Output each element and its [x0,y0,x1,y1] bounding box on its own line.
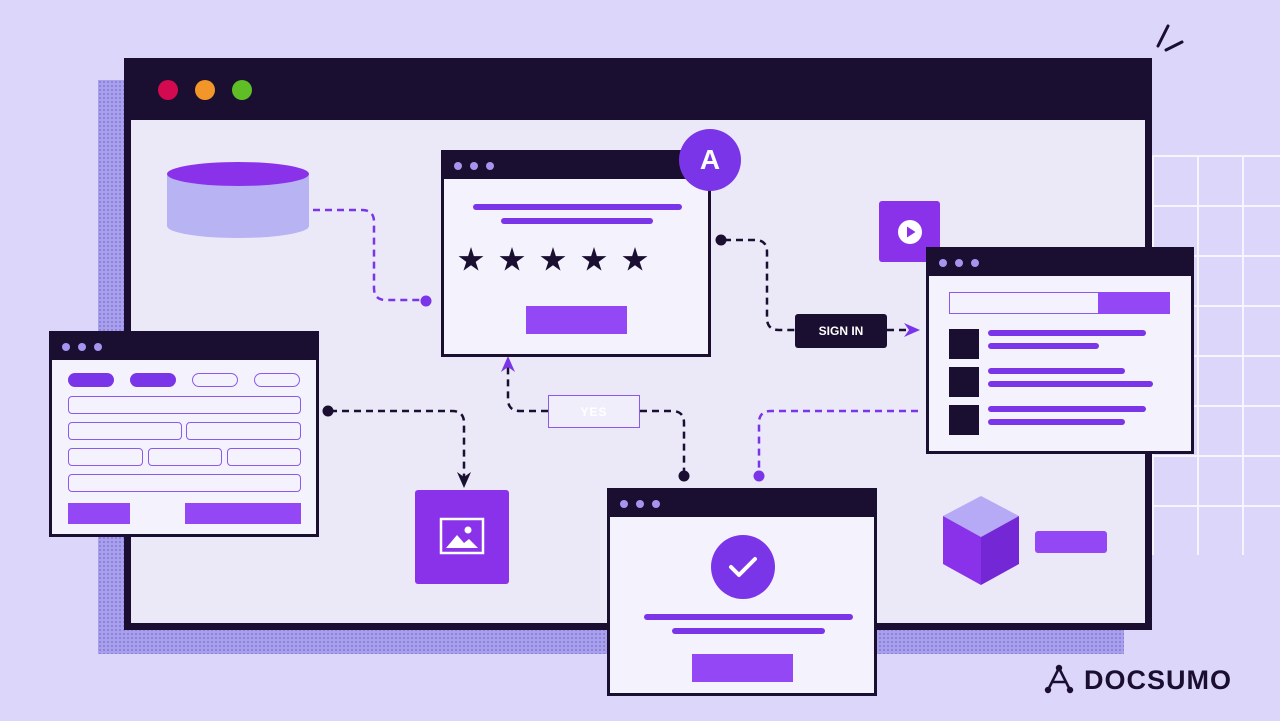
star-icon[interactable] [622,247,648,271]
close-dot [158,80,178,100]
rating-window [441,150,711,357]
submit-button[interactable] [526,306,627,334]
text-line [672,628,825,634]
list-item-line [988,406,1146,412]
avatar-letter: A [699,144,721,175]
list-item-thumbnail [949,405,979,435]
play-icon [897,219,922,244]
form-field[interactable] [148,448,222,466]
form-window [49,331,319,537]
window-titlebar [610,491,874,517]
list-item-line [988,343,1099,349]
star-icon[interactable] [458,247,484,271]
star-icon[interactable] [540,247,566,271]
star-icon[interactable] [499,247,525,271]
yes-label: YES [548,395,640,428]
list-item-line [988,419,1125,425]
star-rating[interactable] [458,247,678,275]
tab-pill[interactable] [254,373,300,387]
minimize-dot [195,80,215,100]
form-field[interactable] [68,474,301,492]
list-item-thumbnail [949,367,979,397]
cube-icon [943,496,1019,585]
sign-in-button[interactable]: SIGN IN [795,314,887,348]
tab-pill[interactable] [192,373,238,387]
window-titlebar [52,334,316,360]
yes-label-text: YES [580,404,608,419]
sign-in-label: SIGN IN [818,324,864,338]
list-item-thumbnail [949,329,979,359]
list-item-line [988,368,1125,374]
database-icon [167,162,309,238]
form-field[interactable] [68,448,143,466]
tab-pill-active[interactable] [130,373,176,387]
text-line [501,218,653,224]
form-field[interactable] [68,396,301,414]
text-line [644,614,853,620]
form-button[interactable] [68,503,130,524]
avatar: A [679,129,741,191]
success-badge [711,535,775,599]
search-button[interactable] [1098,292,1170,314]
continue-button[interactable] [692,654,793,682]
form-submit-button[interactable] [185,503,301,524]
tab-pill-active[interactable] [68,373,114,387]
image-tile [415,490,509,584]
brand-name: DOCSUMO [1084,664,1232,695]
form-field[interactable] [68,422,182,440]
maximize-dot [232,80,252,100]
list-item-line [988,381,1153,387]
star-icon[interactable] [581,247,607,271]
window-titlebar [929,250,1191,276]
search-input[interactable] [949,292,1101,314]
cube-label-bar [1035,531,1107,553]
video-tile[interactable] [879,201,940,262]
window-titlebar [444,153,708,179]
sparkle-icon [1156,24,1184,52]
success-window [607,488,877,696]
form-field[interactable] [186,422,301,440]
form-field[interactable] [227,448,301,466]
list-window [926,247,1194,454]
docsumo-logo-icon [1044,664,1074,694]
text-line [473,204,682,210]
list-item-line [988,330,1146,336]
brand-logo: DOCSUMO [1042,662,1232,698]
check-icon [729,557,757,577]
image-icon [439,517,485,555]
